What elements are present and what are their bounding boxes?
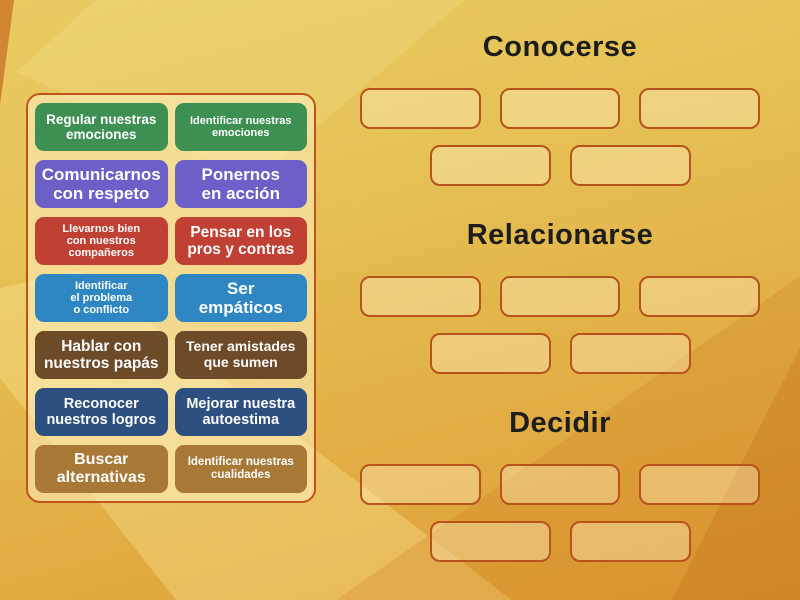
word-tile[interactable]: Reconocer nuestros logros [35,388,168,436]
drop-slot[interactable] [639,276,761,317]
word-tile[interactable]: Comunicarnos con respeto [35,160,168,208]
word-tile[interactable]: Regular nuestras emociones [35,103,168,151]
drop-slot[interactable] [429,521,551,562]
group-title: Relacionarse [466,219,654,251]
drop-slot[interactable] [499,276,621,317]
group-decidir: Decidir [360,404,761,562]
drop-slot[interactable] [429,145,551,186]
word-tile[interactable]: Identificar nuestras cualidades [174,445,307,493]
word-tile[interactable]: Hablar con nuestros papás [35,331,168,379]
word-tile[interactable]: Mejorar nuestra autoestima [174,388,307,436]
slot-row [360,333,760,374]
group-conocerse: Conocerse [360,28,761,186]
drop-slot[interactable] [360,276,481,317]
drop-slot[interactable] [569,333,691,374]
slot-row [360,464,761,505]
word-tile[interactable]: Buscar alternativas [35,445,168,493]
drop-slot[interactable] [429,333,551,374]
drop-slot[interactable] [360,464,481,505]
drop-slot[interactable] [639,88,761,129]
group-relacionarse: Relacionarse [360,216,761,374]
slot-row [360,145,760,186]
drop-slot[interactable] [499,464,621,505]
word-tile[interactable]: Tener amistades que sumen [174,331,307,379]
drop-slot[interactable] [569,521,691,562]
word-tile[interactable]: Llevarnos bien con nuestros compañeros [35,217,168,265]
word-tile[interactable]: Identificar el problema o conflicto [35,274,168,322]
drop-slot[interactable] [639,464,761,505]
word-bank-panel: Regular nuestras emociones Identificar n… [26,93,316,503]
slot-row [360,88,761,129]
group-title: Decidir [509,407,611,439]
word-tile[interactable]: Ponernos en acción [174,160,307,208]
word-tile[interactable]: Pensar en los pros y contras [174,217,307,265]
group-title: Conocerse [482,31,638,63]
word-tile[interactable]: Identificar nuestras emociones [174,103,307,151]
word-tile[interactable]: Ser empáticos [174,274,307,322]
drop-slot[interactable] [499,88,621,129]
slot-row [360,521,760,562]
drop-slot[interactable] [569,145,691,186]
slot-row [360,276,761,317]
drop-slot[interactable] [360,88,481,129]
